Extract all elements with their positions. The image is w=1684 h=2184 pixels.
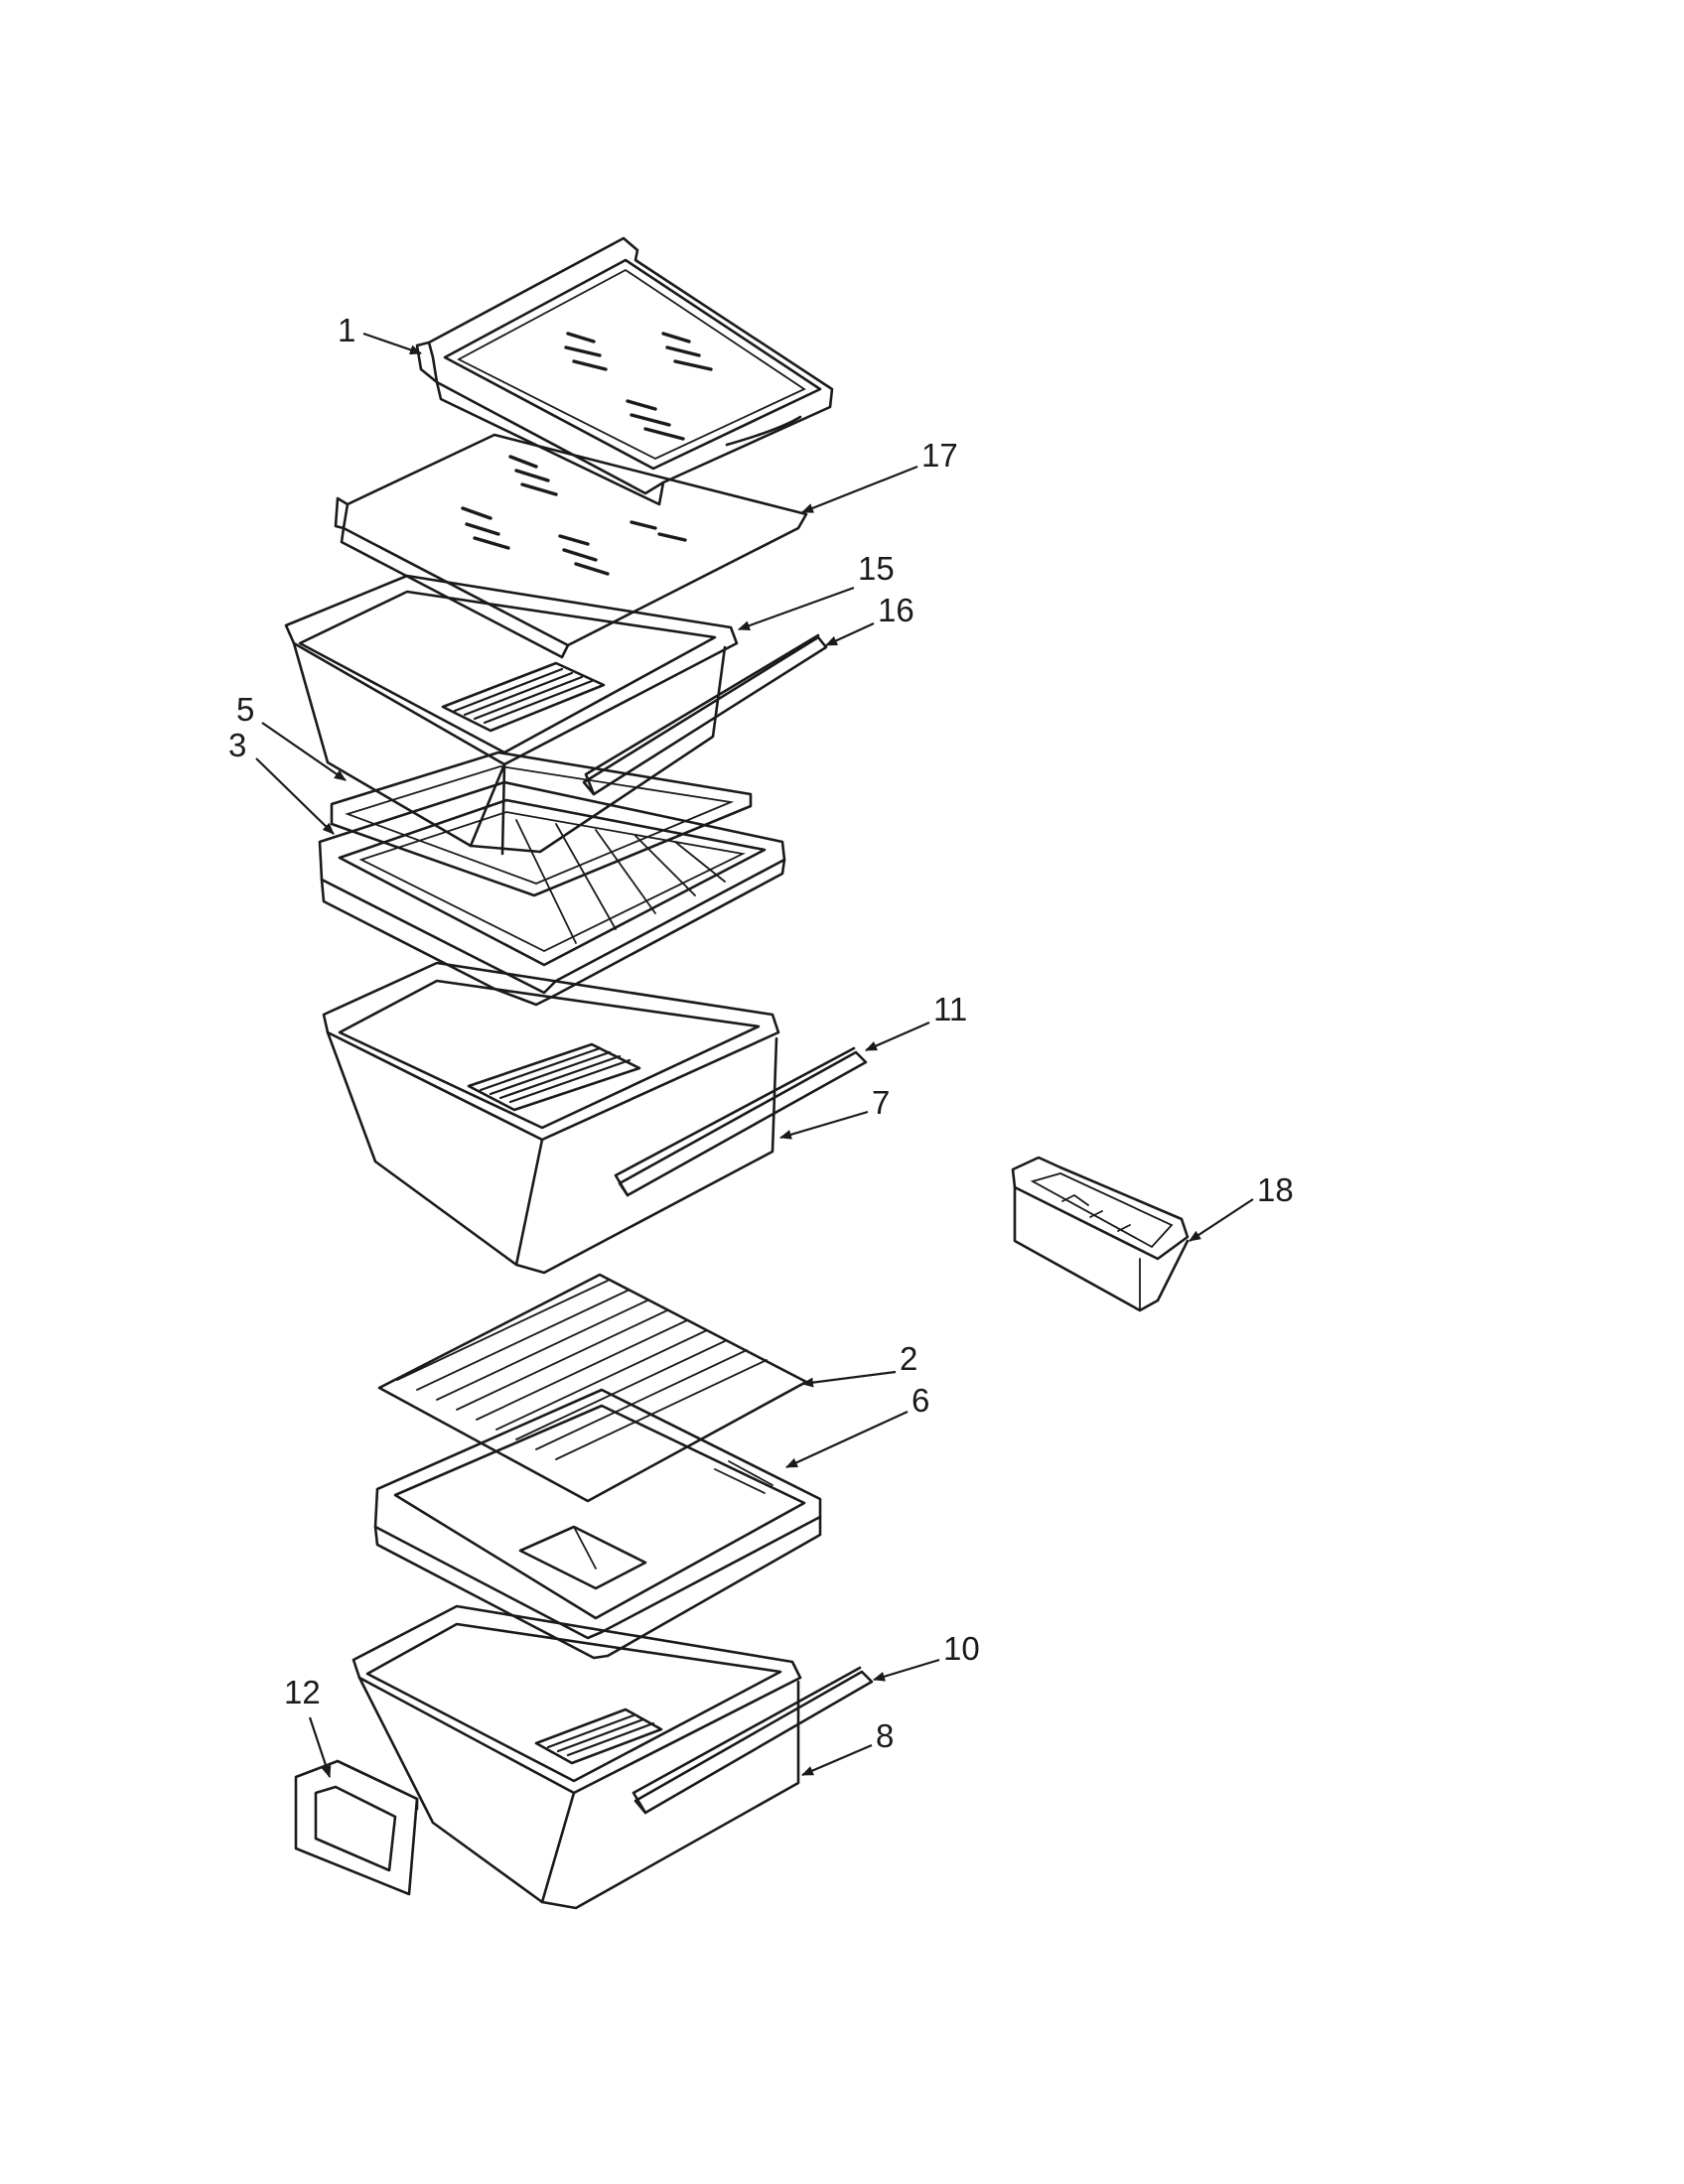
part-15-crisper-drawer [284,574,739,856]
part-10-handle-trim [632,1666,874,1815]
callout-8: 8 [876,1717,894,1754]
callout-11: 11 [933,991,967,1027]
part-5-crisper-cover-glass [330,751,753,897]
part-11-handle-trim [614,1046,868,1197]
callout-17: 17 [921,437,958,474]
part-7-crisper-drawer [322,961,780,1275]
callout-18: 18 [1257,1171,1294,1208]
callout-5: 5 [236,691,254,728]
crisper-vent-grille [534,1707,663,1765]
callout-3: 3 [228,727,246,763]
shelf-slats [396,1280,768,1460]
leader-lines [255,332,1254,1778]
callout-6: 6 [912,1382,929,1419]
callout-1: 1 [338,312,355,348]
part-1-glass-shelf [415,236,834,506]
crisper-vent-grille [441,661,606,733]
part-2-glass-shelf [377,1273,808,1503]
part-18-utility-bin [1011,1156,1190,1312]
callout-15: 15 [858,550,895,587]
glass-reflection-marks [564,332,713,441]
callout-10: 10 [943,1630,980,1667]
part-8-crisper-drawer [351,1604,802,1910]
part-16-handle-trim [582,633,828,796]
part-12-nameplate [294,1759,419,1896]
part-6-crisper-cover-frame [373,1388,822,1660]
crisper-vent-grille [467,1042,641,1112]
callout-12: 12 [284,1674,321,1710]
frame-slats [515,819,726,944]
callout-16: 16 [878,592,914,628]
glass-reflection-marks [461,455,687,576]
part-17-glass-shelf [334,433,808,659]
part-3-crisper-cover-frame [318,780,786,1007]
callout-2: 2 [900,1340,917,1377]
callout-7: 7 [872,1084,890,1121]
callout-labels: 1 17 15 16 5 3 11 7 18 2 6 10 8 12 [228,312,1294,1754]
